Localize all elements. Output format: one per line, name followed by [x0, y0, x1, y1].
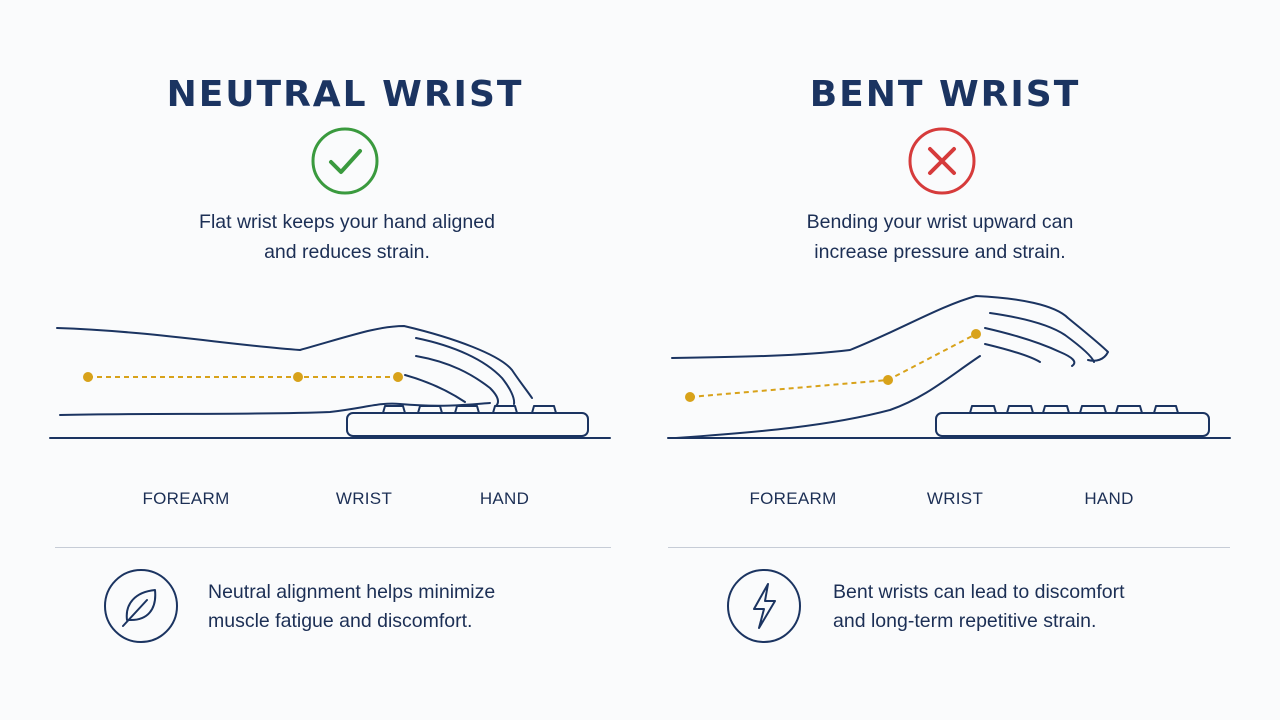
- description-line: Flat wrist keeps your hand aligned: [199, 211, 495, 233]
- segment-label-wrist: WRIST: [926, 489, 984, 508]
- leaf-icon: [104, 569, 178, 643]
- segment-label-hand: HAND: [479, 489, 530, 508]
- neutral-wrist-description: Flat wrist keeps your hand aligned and r…: [87, 207, 607, 267]
- check-circle-icon: [311, 127, 379, 195]
- wrist-illustrations: [49, 295, 1231, 439]
- neutral-hand-illustration: [49, 325, 611, 439]
- description-line: Bending your wrist upward can: [806, 211, 1074, 233]
- bent-note: Bent wrists can lead to discomfort and l…: [833, 578, 1173, 636]
- cross-circle-icon: [908, 127, 976, 195]
- divider: [55, 547, 611, 548]
- description-line: increase pressure and strain.: [814, 241, 1066, 263]
- note-line: and long-term repetitive strain.: [833, 610, 1097, 632]
- segment-label-forearm: FOREARM: [749, 489, 837, 508]
- keyboard: [935, 412, 1210, 437]
- segment-label-hand: HAND: [1084, 489, 1134, 508]
- note-line: muscle fatigue and discomfort.: [208, 610, 473, 632]
- segment-label-forearm: FOREARM: [142, 489, 230, 508]
- neutral-note: Neutral alignment helps minimize muscle …: [208, 578, 548, 636]
- keyboard: [346, 412, 589, 437]
- segment-label-wrist: WRIST: [335, 489, 393, 508]
- forearm-top: [56, 325, 533, 399]
- description-line: and reduces strain.: [264, 241, 430, 263]
- bent-wrist-description: Bending your wrist upward can increase p…: [680, 207, 1200, 267]
- note-line: Neutral alignment helps minimize: [208, 581, 496, 603]
- alignment-line: [88, 333, 977, 398]
- note-line: Bent wrists can lead to discomfort: [833, 581, 1125, 603]
- bent-wrist-title: BENT WRIST: [809, 74, 1081, 115]
- neutral-wrist-title: NEUTRAL WRIST: [166, 74, 524, 115]
- alignment-points: [83, 329, 981, 402]
- divider: [668, 547, 1230, 548]
- lightning-icon: [727, 569, 801, 643]
- bent-hand-illustration: [667, 295, 1231, 439]
